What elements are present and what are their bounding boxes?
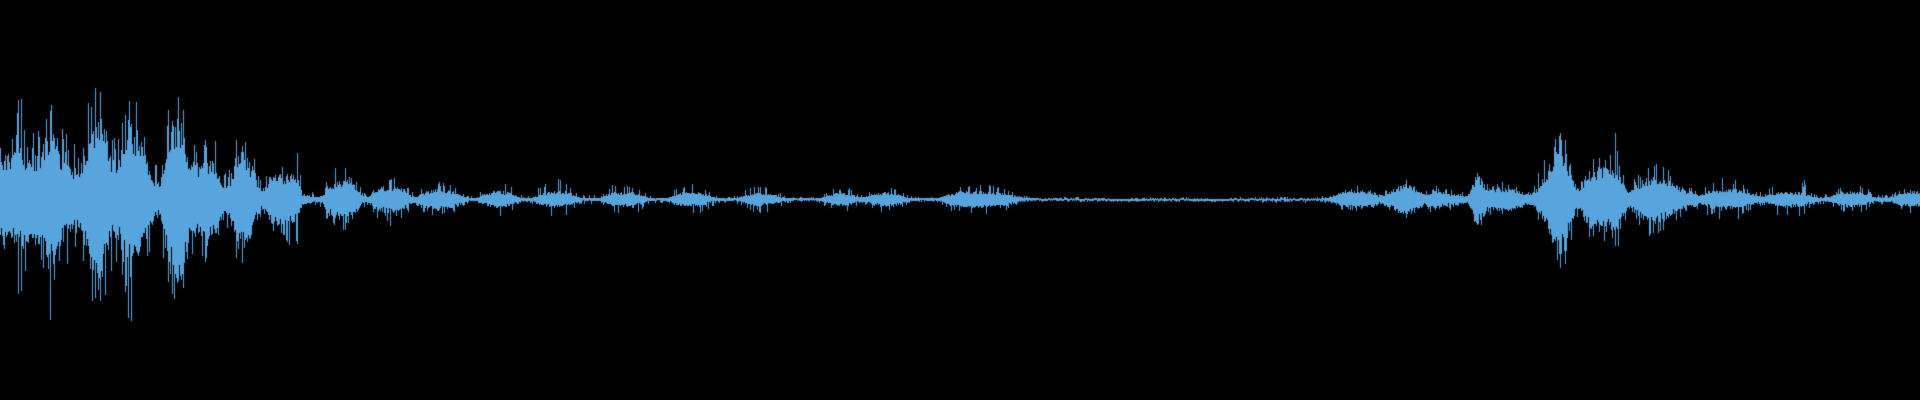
audio-waveform-canvas[interactable]: [0, 0, 1920, 400]
waveform-player: [0, 0, 1920, 400]
